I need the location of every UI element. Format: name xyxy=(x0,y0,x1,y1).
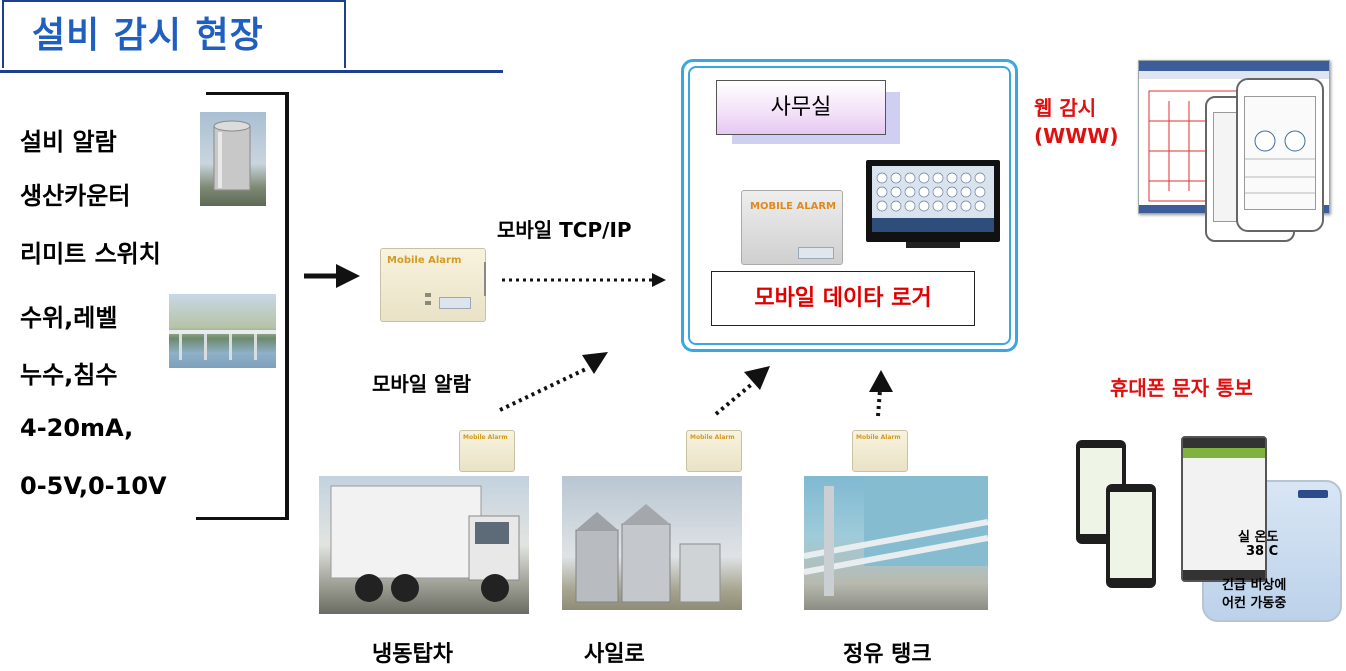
refrigerated-truck-photo xyxy=(319,476,529,614)
status-bar xyxy=(1183,438,1265,448)
phone-front-screen xyxy=(1244,96,1316,210)
page-title: 설비 감시 현장 xyxy=(32,15,264,56)
oil-tank-caption: 정유 탱크 xyxy=(843,642,932,667)
device-led xyxy=(425,293,431,297)
monitor-screen xyxy=(872,166,994,232)
lcd-device-logo xyxy=(1298,490,1328,498)
device-antenna xyxy=(484,262,486,296)
sms-aircon-text: 어컨 가동중 xyxy=(1222,596,1287,611)
tcp-dotted-arrow xyxy=(502,273,666,287)
bracket-right xyxy=(285,92,289,520)
web-monitor-www: (WWW) xyxy=(1034,124,1119,148)
solid-arrow xyxy=(304,264,360,288)
sms-phone-2-screen xyxy=(1110,492,1152,578)
signal-limit-switch: 리미트 스위치 xyxy=(20,240,161,268)
signal-equipment-alarm: 설비 알람 xyxy=(20,128,117,156)
silo-illustration xyxy=(575,504,721,603)
sms-notify-label: 휴대폰 문자 통보 xyxy=(1110,376,1253,400)
truck-caption: 냉동탑차 xyxy=(372,642,453,667)
silo-photo xyxy=(562,476,742,610)
monitor-stand xyxy=(906,242,960,248)
tcp-ip-label: 모바일 TCP/IP xyxy=(497,218,632,242)
bracket-top xyxy=(206,92,288,95)
truck-alarm-device: Mobile Alarm xyxy=(459,430,515,472)
sms-temp-value: 38 C xyxy=(1246,544,1279,559)
device-brand-label: Mobile Alarm xyxy=(856,434,901,441)
tank-dotted-arrow xyxy=(869,370,893,417)
gauge-illustration xyxy=(1245,130,1315,194)
office-label: 사무실 xyxy=(716,80,886,135)
signal-production-counter: 생산카운터 xyxy=(20,182,131,210)
sms-app-bar xyxy=(1183,448,1265,458)
mobile-alarm-label: 모바일 알람 xyxy=(372,372,471,396)
bridge-illustration xyxy=(169,330,276,360)
device-brand-label: Mobile Alarm xyxy=(387,255,462,266)
logger-device: MOBILE ALARM xyxy=(741,190,843,265)
silo-caption: 사일로 xyxy=(584,642,645,667)
oil-tank-photo xyxy=(804,476,988,610)
signal-water-level: 수위,레벨 xyxy=(20,304,118,332)
signal-voltage: 0-5V,0-10V xyxy=(20,472,167,500)
storage-tank-illustration xyxy=(213,120,251,191)
sms-emergency-text: 긴급 비상에 xyxy=(1222,578,1287,593)
device-brand-label: Mobile Alarm xyxy=(463,434,508,441)
office-frame-inner xyxy=(688,66,1011,345)
bridge-photo xyxy=(169,294,276,368)
monitor xyxy=(866,160,1000,242)
phone-front xyxy=(1236,78,1324,232)
device-sticker xyxy=(439,297,471,309)
silo-alarm-device: Mobile Alarm xyxy=(686,430,742,472)
office-frame-outer xyxy=(681,59,1018,352)
truck-illustration xyxy=(330,485,520,602)
tank-alarm-device: Mobile Alarm xyxy=(852,430,908,472)
truck-dotted-arrow xyxy=(499,352,608,412)
silo-dotted-arrow xyxy=(714,366,770,416)
nav-bar xyxy=(1183,570,1265,580)
data-logger-label: 모바일 데이타 로거 xyxy=(711,271,975,326)
sms-temp-label: 실 온도 xyxy=(1238,530,1279,545)
oil-tank-illustration xyxy=(804,476,988,596)
logger-device-brand: MOBILE ALARM xyxy=(750,201,836,212)
logger-sticker xyxy=(798,247,834,259)
sms-phone-main xyxy=(1181,436,1267,582)
title-underline xyxy=(0,70,503,73)
title-box xyxy=(2,0,346,68)
device-brand-label: Mobile Alarm xyxy=(690,434,735,441)
signal-4-20ma: 4-20mA, xyxy=(20,414,134,442)
signal-leak-flood: 누수,침수 xyxy=(20,361,118,389)
storage-tank-photo xyxy=(200,112,266,206)
web-monitor-label: 웹 감시 xyxy=(1034,96,1097,120)
mobile-alarm-device: Mobile Alarm xyxy=(380,248,486,322)
device-led xyxy=(425,301,431,305)
bracket-bottom xyxy=(196,517,288,520)
sms-phone-2 xyxy=(1106,484,1156,588)
